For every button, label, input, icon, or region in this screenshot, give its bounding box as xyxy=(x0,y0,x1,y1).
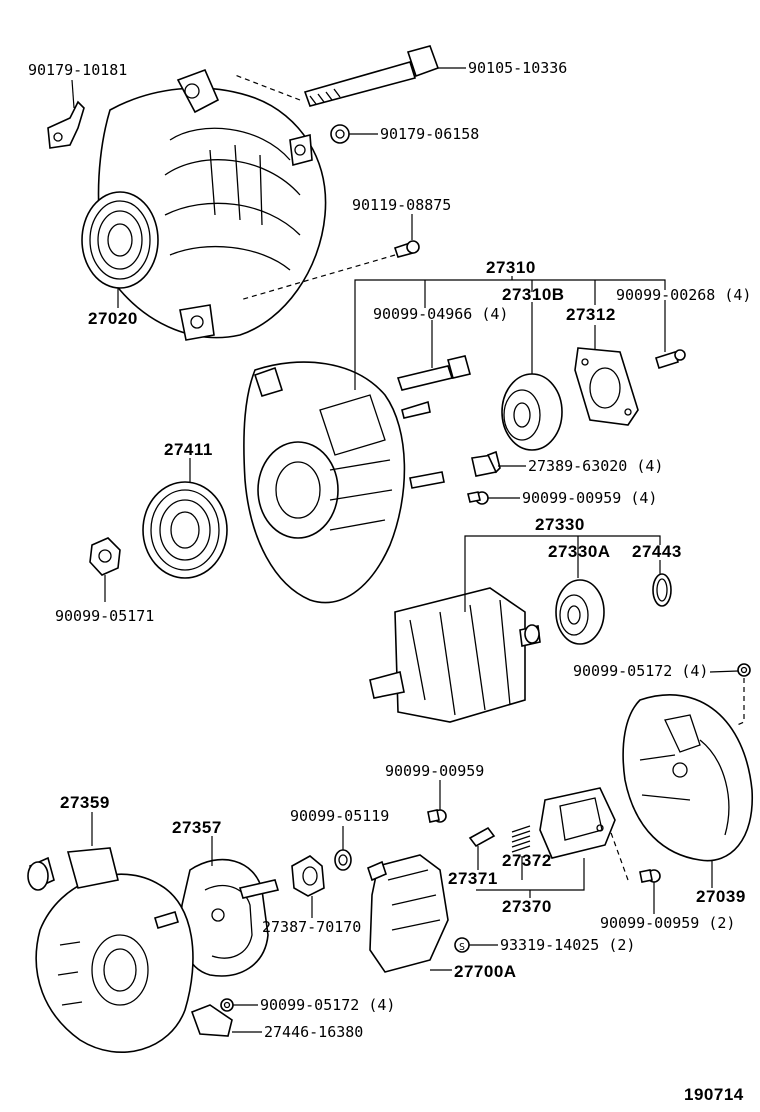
label-90099-00959-2: 90099-00959 (2) xyxy=(600,914,735,932)
label-27357: 27357 xyxy=(172,818,222,837)
plate-27446-16380 xyxy=(190,1004,233,1037)
screw-90099-00959-2 xyxy=(639,869,661,883)
label-27330A: 27330A xyxy=(548,542,611,561)
pulley-27411 xyxy=(142,481,228,579)
regulator-27700A xyxy=(367,854,449,973)
label-27312: 27312 xyxy=(566,305,616,324)
label-27330: 27330 xyxy=(535,515,585,534)
stud-90099-04966 xyxy=(396,355,471,391)
label-27020: 27020 xyxy=(88,309,138,328)
alternator-assembly xyxy=(81,68,327,341)
rectifier-end-frame-27359 xyxy=(27,847,194,1054)
label-27370: 27370 xyxy=(502,897,552,916)
label-90099-00959-4: 90099-00959 (4) xyxy=(522,489,657,507)
ring-27443 xyxy=(652,573,672,607)
bolt-90119-08875 xyxy=(393,240,420,258)
bearing-27330A xyxy=(555,579,605,645)
label-90105-10336: 90105-10336 xyxy=(468,59,567,77)
label-27310: 27310 xyxy=(486,258,536,277)
label-27371: 27371 xyxy=(448,869,498,888)
label-90179-10181: 90179-10181 xyxy=(28,61,127,79)
label-27700A: 27700A xyxy=(454,962,517,981)
nut-90099-05172-lower xyxy=(220,998,234,1012)
nut-90099-05119 xyxy=(334,849,352,871)
retainer-27312 xyxy=(574,347,639,426)
insulator-27387-70170 xyxy=(291,855,325,897)
label-27411: 27411 xyxy=(164,440,213,459)
screw-90099-00959 xyxy=(427,809,447,823)
bearing-27310B xyxy=(501,373,563,451)
bracket-90179-10181 xyxy=(47,100,85,149)
label-27387-70170: 27387-70170 xyxy=(262,918,361,936)
bolt-90105-10336 xyxy=(303,45,440,107)
spring-27372 xyxy=(511,825,531,853)
screw-90099-00959-4 xyxy=(467,491,489,505)
svg-text:S: S xyxy=(459,942,465,953)
label-27039: 27039 xyxy=(696,887,746,906)
label-90099-05119: 90099-05119 xyxy=(290,807,389,825)
label-90119-08875: 90119-08875 xyxy=(352,196,451,214)
label-90099-00268: 90099-00268 (4) xyxy=(616,286,751,304)
screw-93319-14025: S xyxy=(454,937,470,953)
nut-90099-05172-upper xyxy=(737,663,751,677)
label-90099-04966: 90099-04966 (4) xyxy=(373,305,508,323)
label-90099-05171: 90099-05171 xyxy=(55,607,154,625)
diagram-id: 190714 xyxy=(684,1085,744,1104)
rotor-27330 xyxy=(369,587,541,723)
nut-90099-05171 xyxy=(89,537,121,576)
label-93319-14025: 93319-14025 (2) xyxy=(500,936,635,954)
label-27310B: 27310B xyxy=(502,285,565,304)
rear-cover-27039 xyxy=(622,694,753,862)
drive-end-frame xyxy=(243,361,445,604)
label-27389-63020: 27389-63020 (4) xyxy=(528,457,663,475)
label-27372: 27372 xyxy=(502,851,552,870)
part-labels: 90179-10181 90105-10336 90179-06158 9011… xyxy=(28,59,751,1104)
label-90099-05172-upper: 90099-05172 (4) xyxy=(573,662,708,680)
brush-holder-27370 xyxy=(539,787,616,859)
brush-27371 xyxy=(468,826,496,848)
label-90099-05172-lower: 90099-05172 (4) xyxy=(260,996,395,1014)
label-27446-16380: 27446-16380 xyxy=(264,1023,363,1041)
label-27359: 27359 xyxy=(60,793,110,812)
screw-90099-00268 xyxy=(655,349,686,370)
label-27443: 27443 xyxy=(632,542,682,561)
insulator-27389-63020 xyxy=(471,450,501,477)
nut-90179-06158 xyxy=(330,124,350,144)
label-90099-00959: 90099-00959 xyxy=(385,762,484,780)
label-90179-06158: 90179-06158 xyxy=(380,125,479,143)
